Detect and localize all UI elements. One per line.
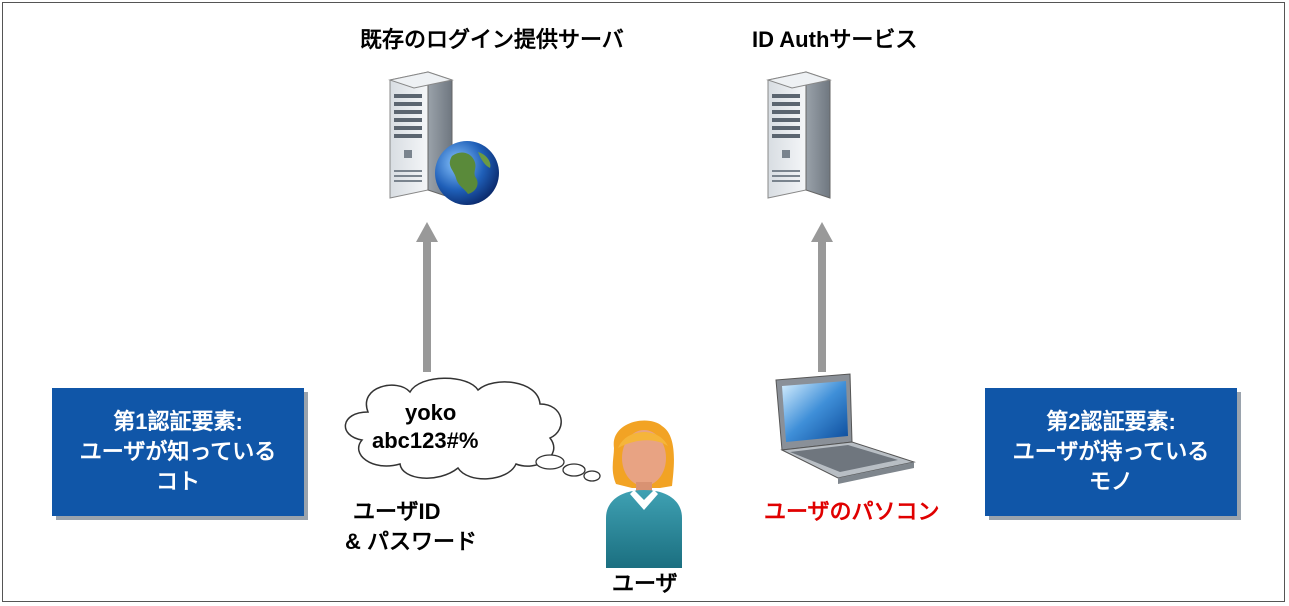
arrow-to-existing-server (416, 222, 438, 372)
globe-icon (435, 141, 499, 205)
id-auth-server-title: ID Authサービス (752, 27, 918, 52)
factor1-title: 第1認証要素: (113, 409, 243, 434)
existing-server-title: 既存のログイン提供サーバ (360, 27, 624, 52)
credentials-label-line2: & パスワード (345, 529, 478, 554)
user-icon (606, 420, 682, 568)
factor1-desc: ユーザが知っている (79, 439, 277, 464)
arrow-to-id-auth (811, 222, 833, 372)
thought-bubble-icon (344, 377, 601, 482)
factor2-desc: ユーザが持っている (1012, 439, 1210, 464)
factor1-box: 第1認証要素: ユーザが知っている コト (52, 388, 304, 516)
factor2-desc-2: モノ (1088, 469, 1133, 494)
factor2-box: 第2認証要素: ユーザが持っている モノ (985, 388, 1237, 516)
factor2-title: 第2認証要素: (1046, 409, 1176, 434)
laptop-icon (775, 373, 916, 484)
bubble-password: abc123#% (372, 428, 479, 453)
pc-label: ユーザのパソコン (764, 499, 940, 524)
credentials-label-line1: ユーザID (353, 499, 441, 524)
factor1-desc-2: コト (155, 469, 200, 494)
user-label: ユーザ (612, 571, 678, 596)
bubble-username: yoko (405, 400, 457, 425)
server-icon (766, 71, 832, 199)
